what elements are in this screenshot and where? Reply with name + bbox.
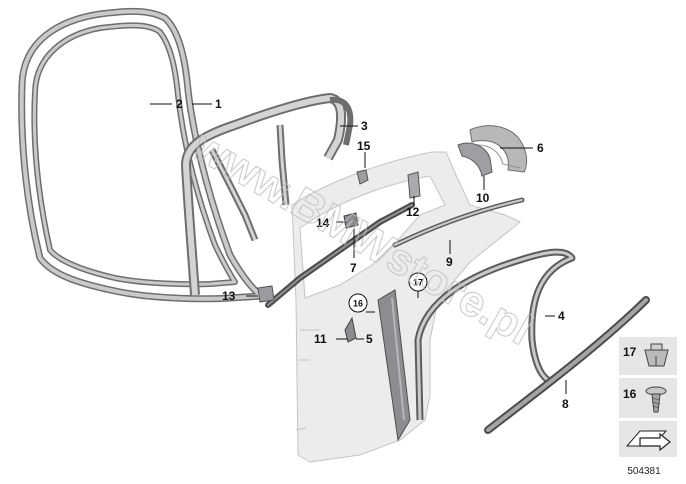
svg-text:16: 16 xyxy=(353,299,363,309)
callout-12: 12 xyxy=(406,205,420,219)
callout-3: 3 xyxy=(361,119,368,133)
screw-icon xyxy=(645,386,667,413)
part-8-lower-strip xyxy=(484,296,650,434)
part-6-corner-trim xyxy=(469,125,528,173)
callouts: 1 2 3 4 5 6 7 8 9 10 11 12 13 14 15 xyxy=(176,97,569,411)
part-1-2-door-seals xyxy=(18,7,266,303)
callout-15: 15 xyxy=(357,139,371,153)
callout-7: 7 xyxy=(350,261,357,275)
legend-label-16: 16 xyxy=(623,387,637,401)
part-7-inner-strip xyxy=(265,202,415,308)
leader-lines xyxy=(150,103,567,394)
callout-10: 10 xyxy=(476,191,490,205)
part-14-clip xyxy=(343,212,359,229)
svg-text:17: 17 xyxy=(413,278,423,288)
callout-8: 8 xyxy=(562,397,569,411)
part-10-corner-trim xyxy=(457,142,493,177)
legend-box-16 xyxy=(619,378,677,418)
callout-11: 11 xyxy=(314,332,327,346)
doc-number: 504381 xyxy=(627,466,661,477)
part-9-outer-strip xyxy=(392,197,525,248)
legend-label-17: 17 xyxy=(623,345,637,359)
callout-5: 5 xyxy=(366,332,373,346)
legend-panel: 17 16 504381 xyxy=(619,337,677,477)
nut-clip-icon xyxy=(644,343,669,367)
callout-4: 4 xyxy=(558,309,565,323)
circled-callout-17: 17 xyxy=(408,272,428,292)
part-15-clip xyxy=(356,169,369,185)
part-3-window-frame xyxy=(181,93,354,296)
callout-1: 1 xyxy=(215,97,222,111)
callout-9: 9 xyxy=(446,255,453,269)
part-11-bracket xyxy=(344,316,357,343)
part-12-bracket xyxy=(407,171,421,199)
direction-arrow-icon xyxy=(625,430,671,452)
part-4-guide-rail xyxy=(414,248,576,421)
callout-13: 13 xyxy=(222,289,236,303)
callout-14: 14 xyxy=(316,216,330,230)
circled-callout-16: 16 xyxy=(348,293,368,313)
part-13-end-cap xyxy=(257,285,275,303)
callout-6: 6 xyxy=(537,141,544,155)
callout-2: 2 xyxy=(176,97,183,111)
part-5-pillar-trim xyxy=(377,289,411,442)
